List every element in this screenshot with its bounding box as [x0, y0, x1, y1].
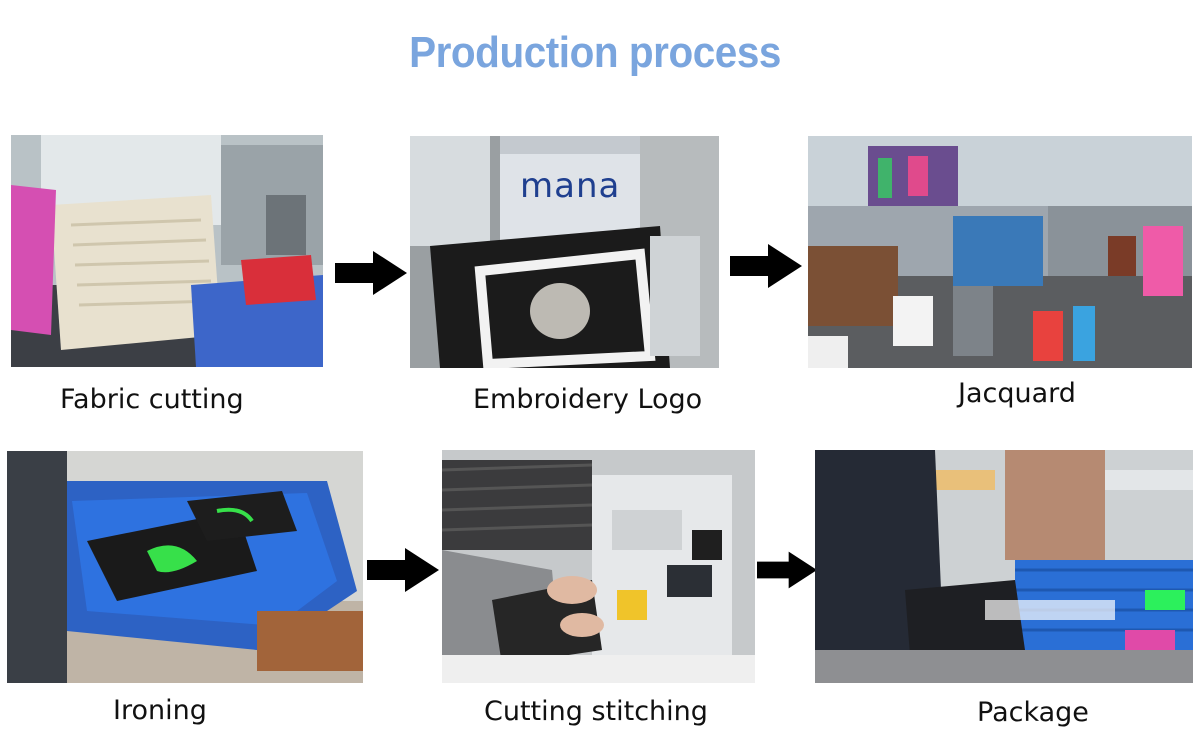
- arrow-right-icon: [757, 550, 817, 590]
- caption-ironing: Ironing: [113, 695, 207, 726]
- caption-jacquard: Jacquard: [958, 378, 1076, 409]
- arrow-right-icon: [367, 548, 439, 592]
- photo-package: [815, 450, 1193, 683]
- photo-fabric-cutting: [11, 135, 323, 367]
- caption-fabric-cutting: Fabric cutting: [60, 384, 244, 415]
- caption-embroidery-logo: Embroidery Logo: [473, 384, 703, 415]
- photo-embroidery-logo: mana: [410, 136, 719, 368]
- photo-jacquard: [808, 136, 1192, 368]
- caption-cutting-stitching: Cutting stitching: [484, 696, 708, 727]
- arrow-right-icon: [730, 244, 802, 288]
- caption-package: Package: [977, 697, 1089, 728]
- machine-brand-label: mana: [520, 166, 621, 206]
- photo-cutting-stitching: [442, 450, 755, 683]
- arrow-right-icon: [335, 251, 407, 295]
- photo-ironing: [7, 451, 363, 683]
- page-title: Production process: [409, 28, 781, 77]
